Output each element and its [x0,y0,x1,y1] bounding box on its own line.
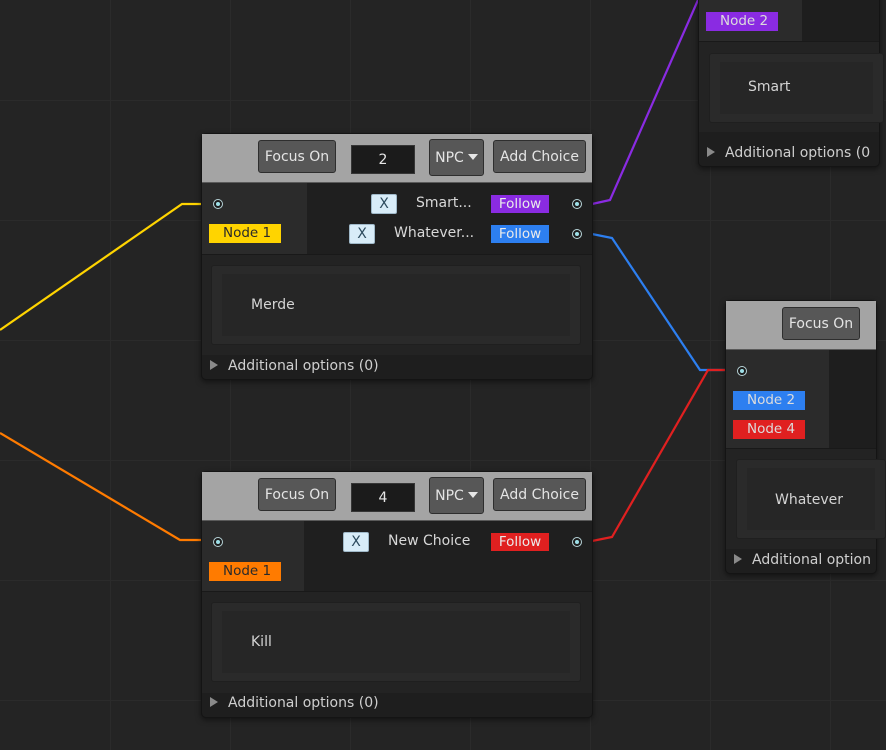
dialogue-text-box[interactable]: Whatever [736,459,886,539]
expand-triangle-icon [734,554,742,564]
add-choice-button[interactable]: Add Choice [493,140,586,173]
node-header: Focus On 4 NPC Add Choice [202,472,592,521]
npc-dropdown[interactable]: NPC [429,139,484,176]
dialogue-text: Merde [251,297,295,313]
connection-wires [0,0,726,543]
expand-triangle-icon [210,360,218,370]
follow-button[interactable]: Follow [491,195,549,213]
input-port[interactable] [213,537,223,547]
dialogue-node-a[interactable]: Focus On 2 NPC Add Choice Node 1 X Smart… [201,133,593,380]
dialogue-text: Whatever [775,492,844,508]
wire-purple [591,0,700,206]
wire-orange [0,432,208,542]
additional-options-toggle[interactable]: Additional options (0) [210,695,379,711]
dialogue-text-box[interactable]: Smart [709,53,884,123]
follow-button[interactable]: Follow [491,533,549,551]
chevron-down-icon [467,492,478,498]
additional-options-toggle[interactable]: Additional options (0) [210,358,379,374]
input-tag-node-4: Node 4 [733,420,805,439]
output-port[interactable] [572,199,582,209]
follow-button[interactable]: Follow [491,225,549,243]
expand-triangle-icon [707,147,715,157]
number-field[interactable]: 2 [351,145,415,174]
expand-triangle-icon [210,697,218,707]
dialogue-text-box[interactable]: Kill [211,602,581,682]
dialogue-text: Smart [748,79,791,95]
number-field[interactable]: 4 [351,483,415,512]
dialogue-node-c[interactable]: Node 2 Smart Additional options (0 [698,0,884,167]
dialogue-text-box[interactable]: Merde [211,265,581,345]
remove-choice-button[interactable]: X [343,532,369,552]
wire-red [591,368,726,543]
output-port[interactable] [572,229,582,239]
dialogue-text: Kill [251,634,272,650]
focus-on-button[interactable]: Focus On [258,140,336,173]
choice-text: New Choice [388,533,471,549]
input-panel [202,183,307,254]
focus-on-button[interactable]: Focus On [258,478,336,511]
input-port[interactable] [737,366,747,376]
node-header: Focus On [726,301,876,350]
focus-on-button[interactable]: Focus On [782,307,860,340]
npc-dropdown[interactable]: NPC [429,477,484,514]
additional-options-toggle[interactable]: Additional options (0 [707,145,870,161]
choice-text: Smart... [416,195,472,211]
additional-options-toggle[interactable]: Additional option [734,552,871,568]
wire-yellow [0,202,208,331]
wire-blue [591,232,726,372]
output-port[interactable] [572,537,582,547]
chevron-down-icon [467,154,478,160]
remove-choice-button[interactable]: X [349,224,375,244]
choice-text: Whatever... [394,225,475,241]
input-tag-node-2: Node 2 [733,391,805,410]
dialogue-node-b[interactable]: Focus On 4 NPC Add Choice Node 1 X New C… [201,471,593,718]
input-tag-node-2: Node 2 [706,12,778,31]
input-port[interactable] [213,199,223,209]
remove-choice-button[interactable]: X [371,194,397,214]
input-tag-node-1: Node 1 [209,562,281,581]
dialogue-node-d[interactable]: Focus On Node 2 Node 4 Whatever Addition… [725,300,886,574]
node-header: Focus On 2 NPC Add Choice [202,134,592,183]
add-choice-button[interactable]: Add Choice [493,478,586,511]
input-tag-node-1: Node 1 [209,224,281,243]
